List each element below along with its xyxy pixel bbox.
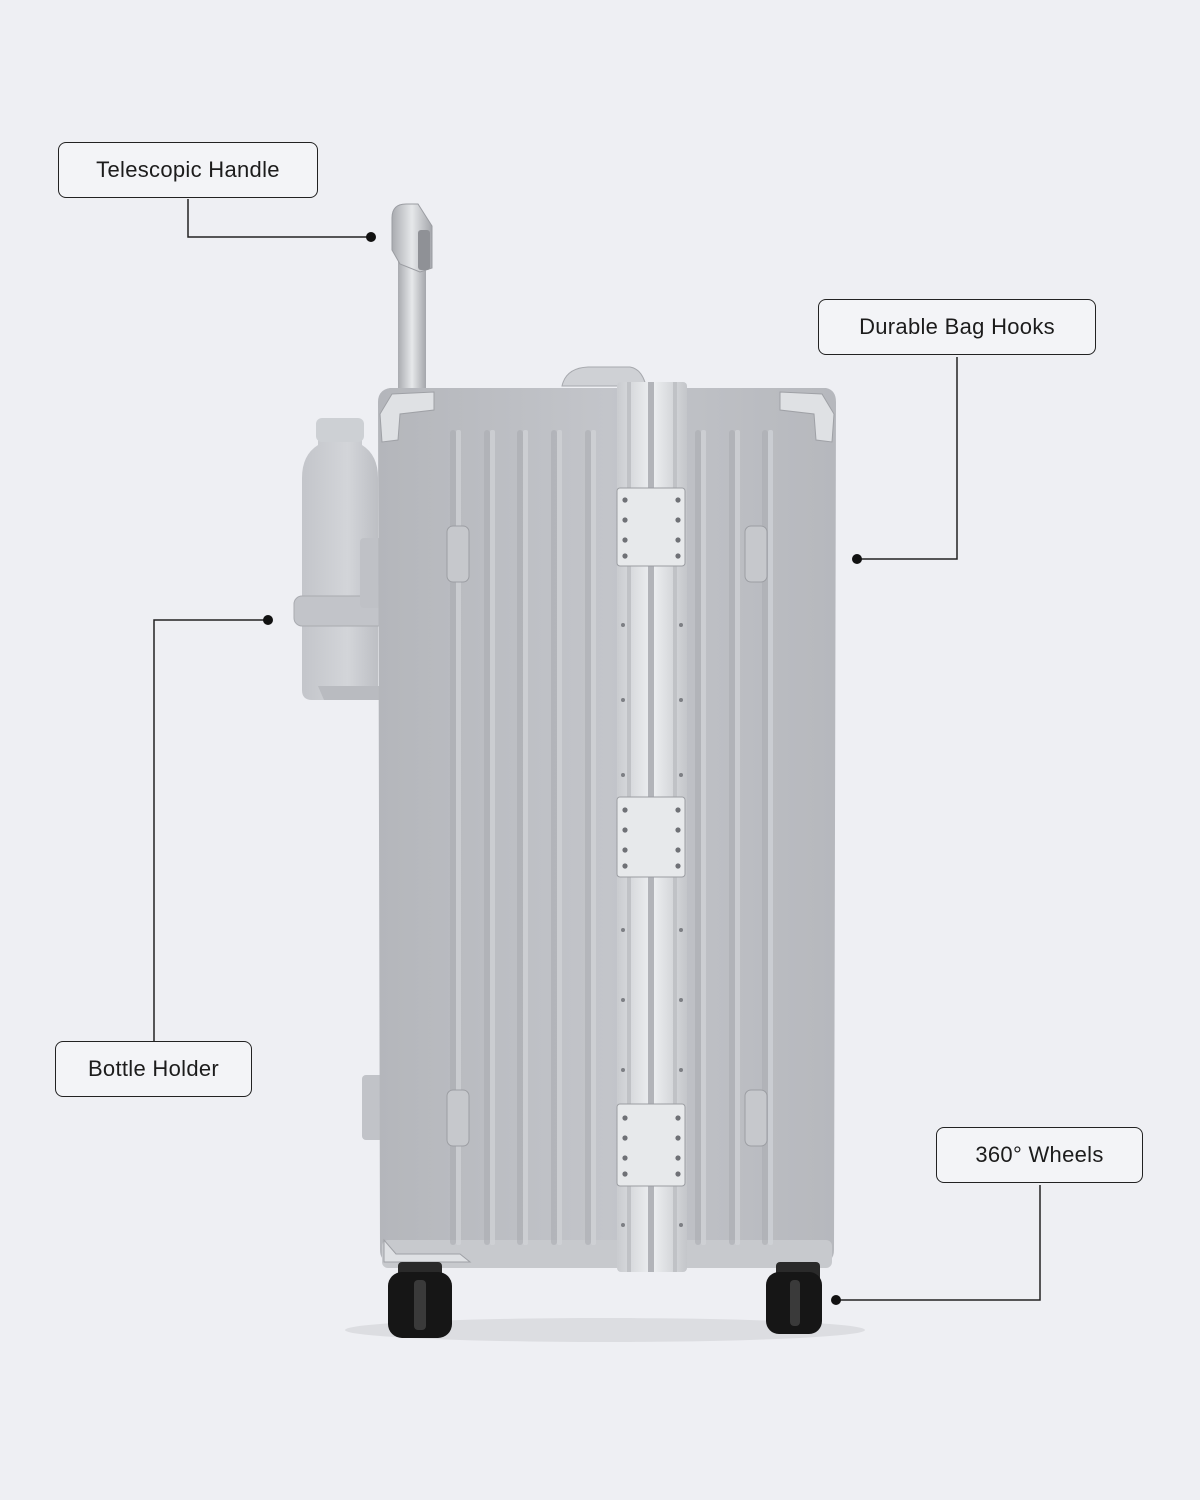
hooks-pointer-dot	[852, 554, 862, 564]
wheels	[388, 1262, 822, 1338]
leader-dots	[263, 232, 862, 1305]
wheels-pointer-dot	[831, 1295, 841, 1305]
floor-shadow	[345, 1318, 865, 1342]
callout-bottle-holder: Bottle Holder	[55, 1041, 252, 1097]
suitcase-shell	[378, 388, 836, 1268]
aluminum-frame	[616, 382, 687, 1272]
bottle-pointer-dot	[263, 615, 273, 625]
side-foot	[362, 1075, 384, 1140]
telescopic-handle	[391, 203, 433, 395]
callout-durable-bag-hooks: Durable Bag Hooks	[818, 299, 1096, 355]
bottle-holder-ring	[293, 538, 387, 700]
corner-caps	[379, 391, 835, 1263]
callout-360-wheels: 360° Wheels	[936, 1127, 1143, 1183]
bag-hooks	[446, 525, 768, 1147]
handle-pointer-dot	[366, 232, 376, 242]
leader-lines	[153, 199, 1041, 1301]
water-bottle	[302, 418, 378, 700]
callout-telescopic-handle: Telescopic Handle	[58, 142, 318, 198]
top-carry-handle	[561, 366, 647, 387]
